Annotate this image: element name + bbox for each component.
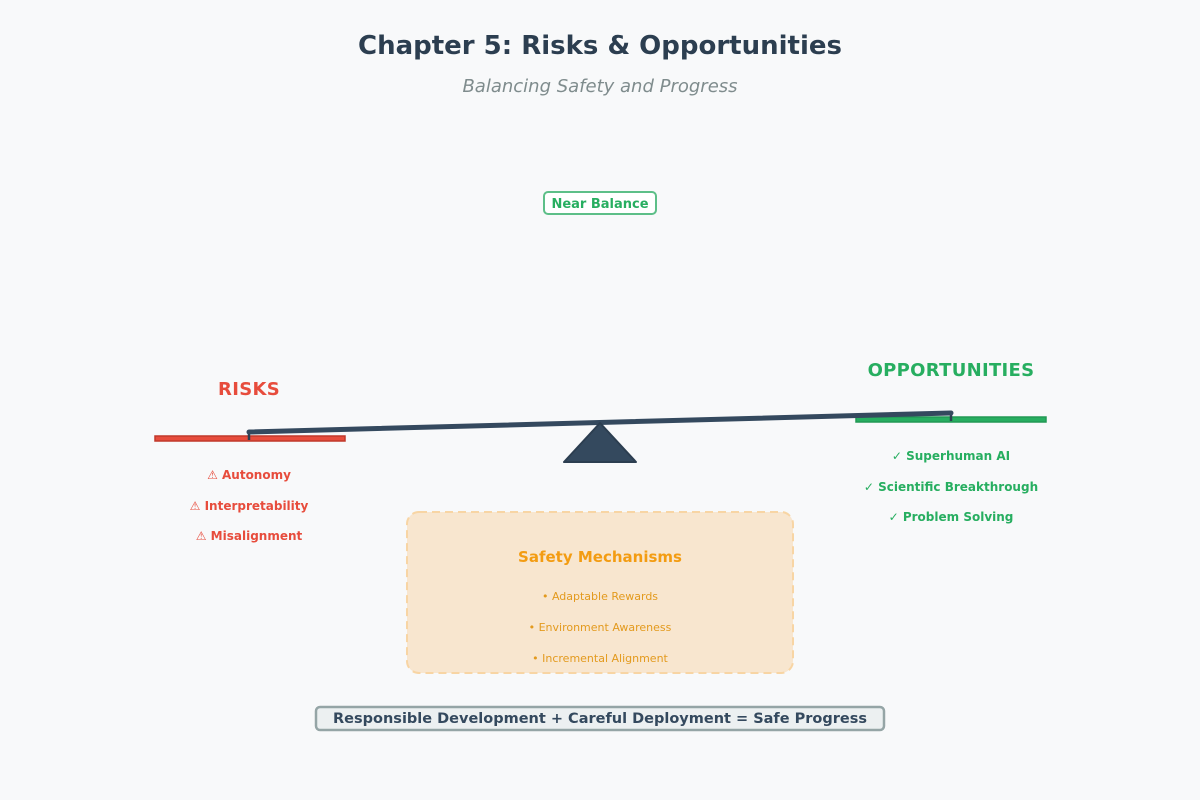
opportunity-item: ✓ Scientific Breakthrough [864, 480, 1038, 494]
badge-label: Near Balance [551, 197, 648, 212]
safety-item: • Environment Awareness [529, 621, 672, 634]
page-title: Chapter 5: Risks & Opportunities [358, 31, 842, 61]
risks-group: RISKS ⚠ Autonomy ⚠ Interpretability ⚠ Mi… [190, 379, 309, 543]
footer-box [314, 705, 886, 732]
risk-item: ⚠ Autonomy [207, 468, 291, 482]
safety-mechanisms-box: Safety Mechanisms • Adaptable Rewards • … [406, 511, 794, 674]
fulcrum-triangle [563, 422, 637, 463]
risk-item: ⚠ Interpretability [190, 499, 309, 513]
risk-item: ⚠ Misalignment [196, 529, 303, 543]
badge-box [543, 191, 657, 215]
page-subtitle: Balancing Safety and Progress [462, 76, 737, 97]
opportunity-item: ✓ Superhuman AI [892, 449, 1010, 463]
opportunities-group: OPPORTUNITIES ✓ Superhuman AI ✓ Scientif… [864, 360, 1038, 524]
opportunities-label: OPPORTUNITIES [868, 360, 1035, 381]
safety-title: Safety Mechanisms [518, 548, 682, 566]
opportunity-item: ✓ Problem Solving [889, 510, 1014, 524]
safety-item: • Incremental Alignment [532, 652, 668, 665]
safety-box-background [406, 511, 794, 674]
seesaw [154, 410, 1047, 463]
balance-status-badge: Near Balance [543, 191, 657, 215]
footer-text: Responsible Development + Careful Deploy… [333, 711, 867, 727]
footer-equation: Responsible Development + Careful Deploy… [314, 705, 886, 732]
safety-item: • Adaptable Rewards [542, 590, 658, 603]
risks-label: RISKS [218, 379, 280, 400]
